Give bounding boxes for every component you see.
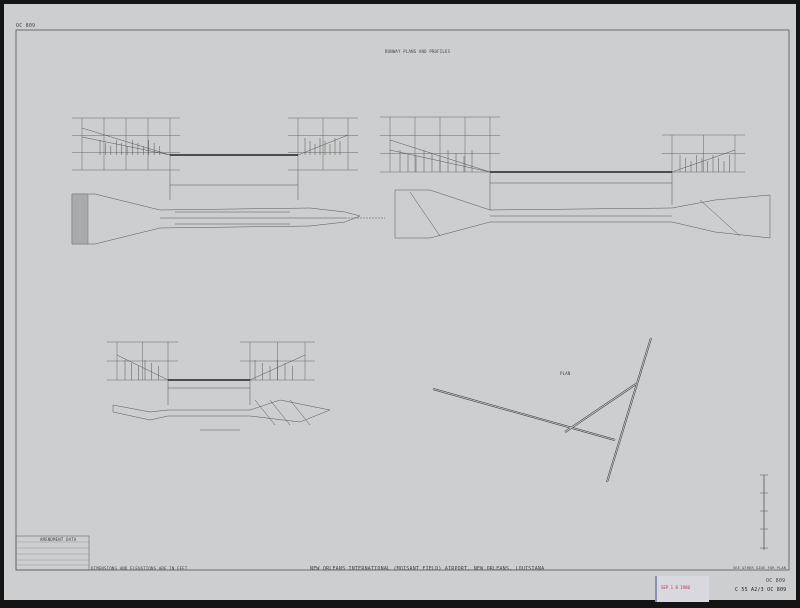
sheet-id-bottom: OC 809 xyxy=(766,578,786,584)
received-stamp: SEP 1 8 1980 xyxy=(655,576,709,602)
catalog-number: C 55 A2/3 OC 809 xyxy=(735,587,787,593)
units-note: DIMENSIONS AND ELEVATIONS ARE IN FEET xyxy=(91,566,188,571)
main-title: NEW ORLEANS INTERNATIONAL (MOISANT FIELD… xyxy=(310,566,545,572)
plan-label: PLAN xyxy=(560,371,571,376)
airport-plan xyxy=(432,337,652,483)
amendment-box-title: AMENDMENT DATA xyxy=(40,537,77,542)
amendment-box xyxy=(15,535,90,571)
sheet-id-top: OC 809 xyxy=(16,23,36,29)
side-note: SEE OTHER SIDE FOR PLAN xyxy=(733,566,787,570)
runway-plan-2 xyxy=(394,189,771,239)
amendment-lines xyxy=(16,541,89,566)
chart-sheet xyxy=(4,4,796,600)
runway-plan-1 xyxy=(71,193,361,245)
stamp-date: SEP 1 8 1980 xyxy=(661,585,690,590)
sheet-title: RUNWAY PLANS AND PROFILES xyxy=(385,49,451,54)
sheet-border xyxy=(15,29,790,571)
runway-plan-3 xyxy=(112,399,331,423)
